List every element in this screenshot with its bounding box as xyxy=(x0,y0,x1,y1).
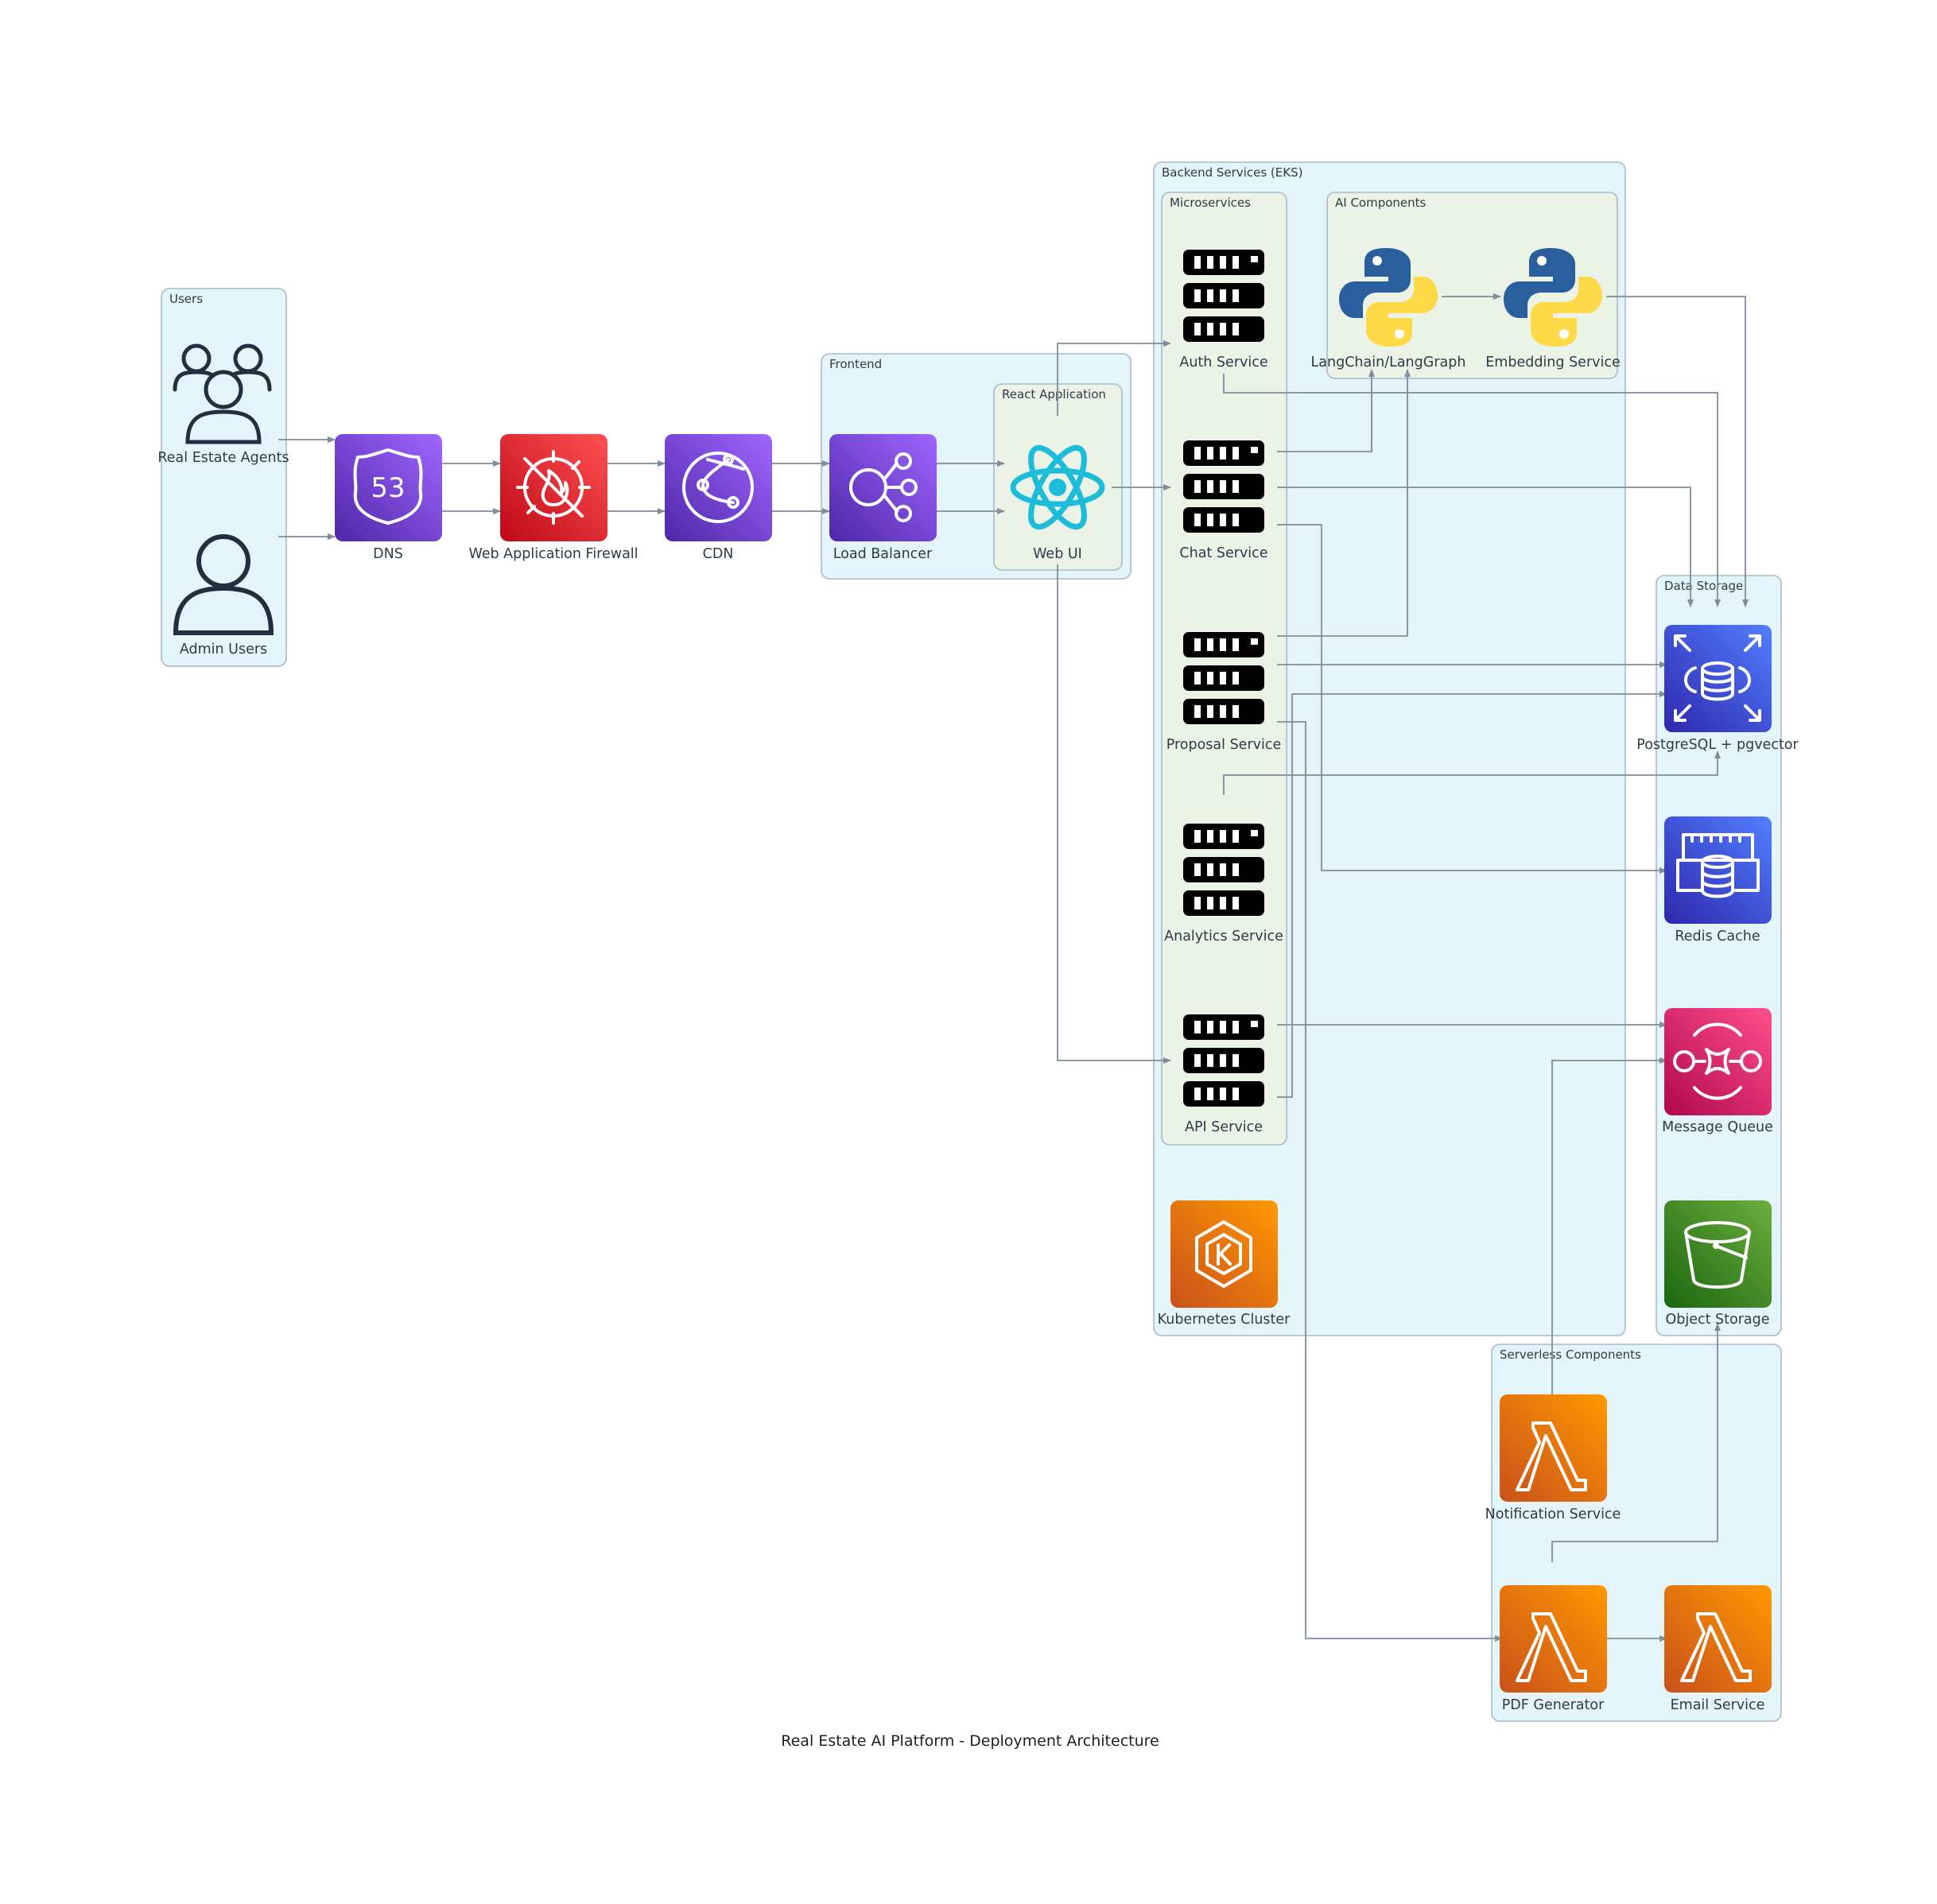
node-postgresql[interactable]: PostgreSQL + pgvector xyxy=(1636,625,1799,753)
node-label: API Service xyxy=(1185,1119,1263,1135)
node-label: Auth Service xyxy=(1179,355,1267,370)
cluster-label-react-app: React Application xyxy=(1002,387,1106,401)
server-icon xyxy=(1183,250,1264,342)
elb-icon xyxy=(849,452,918,522)
node-waf[interactable]: Web Application Firewall xyxy=(468,434,639,562)
node-message-queue[interactable]: Message Queue xyxy=(1662,1008,1773,1135)
s3-bucket-icon xyxy=(1684,1221,1751,1289)
edge-embedding-postgres xyxy=(1606,296,1749,607)
node-redis-cache[interactable]: Redis Cache xyxy=(1664,816,1772,944)
cluster-data-storage: Data Storage xyxy=(1656,575,1782,1336)
node-label: Web Application Firewall xyxy=(468,546,638,562)
node-label: Analytics Service xyxy=(1164,929,1283,944)
route53-icon: 53 xyxy=(353,448,423,525)
user-icon xyxy=(173,534,274,635)
node-proposal-service[interactable]: Proposal Service xyxy=(1166,632,1282,753)
edge-auth-postgres xyxy=(1223,374,1721,607)
server-icon xyxy=(1183,824,1264,916)
node-label: LangChain/LangGraph xyxy=(1311,355,1466,370)
edge-chat-postgres xyxy=(1277,487,1694,607)
node-label: Load Balancer xyxy=(833,546,933,562)
node-label: PostgreSQL + pgvector xyxy=(1636,737,1799,753)
node-langchain[interactable]: LangChain/LangGraph xyxy=(1311,248,1466,370)
edge-proposal-langchain xyxy=(1277,369,1411,637)
node-load-balancer[interactable]: Load Balancer xyxy=(829,434,937,562)
edge-pdf-storage xyxy=(1551,1323,1721,1562)
edge-chat-redis xyxy=(1277,524,1667,874)
cluster-label-frontend: Frontend xyxy=(829,357,882,371)
server-icon xyxy=(1183,632,1264,724)
edges xyxy=(278,293,1749,1642)
sqs-icon xyxy=(1673,1022,1762,1100)
node-label: Admin Users xyxy=(180,642,267,657)
node-label: PDF Generator xyxy=(1502,1697,1605,1713)
node-label: Real Estate Agents xyxy=(157,450,289,466)
cluster-label-data-storage: Data Storage xyxy=(1664,579,1743,593)
cluster-label-ai-components: AI Components xyxy=(1335,196,1427,210)
node-dns[interactable]: 53 DNS xyxy=(335,434,442,562)
node-label: Notification Service xyxy=(1485,1507,1621,1522)
eks-icon xyxy=(1195,1220,1252,1288)
edge-analytics-postgres xyxy=(1223,750,1721,795)
node-label: Web UI xyxy=(1033,546,1082,562)
node-auth-service[interactable]: Auth Service xyxy=(1179,250,1268,370)
node-label: Object Storage xyxy=(1665,1312,1769,1328)
edge-proposal-pdf xyxy=(1277,721,1503,1642)
node-label: Proposal Service xyxy=(1166,737,1282,753)
cluster-users: Users xyxy=(161,288,287,667)
cloudfront-icon xyxy=(682,452,754,523)
node-real-estate-agents[interactable]: Real Estate Agents xyxy=(157,343,289,466)
react-icon xyxy=(1010,444,1105,530)
svg-text:53: 53 xyxy=(371,472,405,504)
cluster-label-users: Users xyxy=(169,292,203,306)
edge-notification-queue xyxy=(1551,1057,1667,1407)
cluster-label-microservices: Microservices xyxy=(1170,196,1251,210)
node-label: Embedding Service xyxy=(1485,355,1621,370)
node-label: CDN xyxy=(703,546,734,562)
node-label: DNS xyxy=(373,546,403,562)
node-label: Email Service xyxy=(1671,1697,1765,1713)
node-label: Kubernetes Cluster xyxy=(1158,1312,1291,1328)
users-group-icon xyxy=(173,343,272,444)
node-label: Chat Service xyxy=(1179,545,1267,561)
waf-icon xyxy=(516,450,591,525)
server-icon xyxy=(1183,1014,1264,1107)
cluster-react-app: React Application xyxy=(993,383,1123,571)
edge-api-postgres xyxy=(1277,691,1667,1098)
node-label: Message Queue xyxy=(1662,1119,1773,1135)
node-api-service[interactable]: API Service xyxy=(1183,1014,1264,1135)
server-icon xyxy=(1183,440,1264,533)
edge-chat-langchain xyxy=(1277,369,1375,452)
node-object-storage[interactable]: Object Storage xyxy=(1664,1200,1772,1328)
edge-webui-auth xyxy=(1057,340,1171,416)
node-web-ui[interactable]: Web UI xyxy=(1010,440,1105,562)
node-embedding-service[interactable]: Embedding Service xyxy=(1485,248,1621,370)
diagram-title: Real Estate AI Platform - Deployment Arc… xyxy=(781,1732,1159,1750)
node-pdf-generator[interactable]: PDF Generator xyxy=(1500,1585,1607,1713)
cluster-label-backend: Backend Services (EKS) xyxy=(1162,165,1302,180)
node-analytics-service[interactable]: Analytics Service xyxy=(1164,824,1283,944)
node-chat-service[interactable]: Chat Service xyxy=(1179,440,1268,561)
node-notification-service[interactable]: Notification Service xyxy=(1485,1394,1621,1522)
node-admin-users[interactable]: Admin Users xyxy=(173,534,274,657)
elasticache-icon xyxy=(1676,833,1760,898)
rds-icon xyxy=(1674,634,1761,722)
node-label: Redis Cache xyxy=(1675,929,1760,944)
node-cdn[interactable]: CDN xyxy=(665,434,772,562)
node-email-service[interactable]: Email Service xyxy=(1664,1585,1772,1713)
edge-webui-api xyxy=(1057,564,1171,1064)
cluster-label-serverless: Serverless Components xyxy=(1500,1348,1641,1362)
node-kubernetes-cluster[interactable]: Kubernetes Cluster xyxy=(1158,1200,1291,1328)
